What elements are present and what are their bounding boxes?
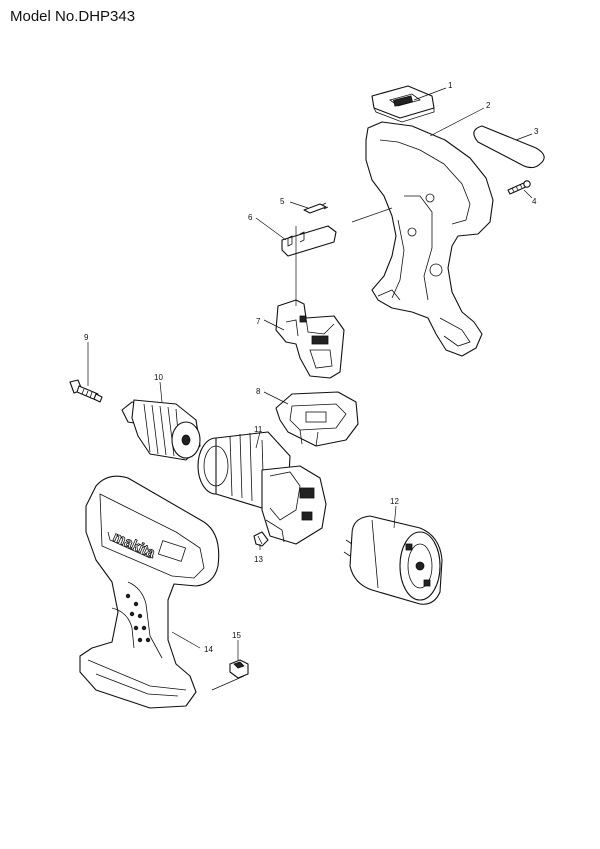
part-3-nameplate[interactable] bbox=[473, 125, 545, 169]
part-9-bolt[interactable] bbox=[69, 379, 103, 403]
part-15-clip[interactable] bbox=[229, 659, 249, 679]
part-13-hex-screw[interactable] bbox=[253, 531, 269, 547]
label-part-11: 11 bbox=[254, 425, 263, 434]
part-11-gear-assembly[interactable] bbox=[197, 431, 327, 545]
label-part-1: 1 bbox=[448, 81, 453, 90]
label-part-10: 10 bbox=[154, 373, 163, 382]
part-2-housing-set[interactable] bbox=[365, 121, 494, 357]
label-part-12: 12 bbox=[390, 497, 399, 506]
part-number-labels: 1 2 3 4 5 6 7 8 9 10 11 12 13 14 15 bbox=[84, 81, 539, 654]
label-part-13: 13 bbox=[254, 555, 263, 564]
label-part-8: 8 bbox=[256, 387, 261, 396]
label-part-6: 6 bbox=[248, 213, 253, 222]
part-4-tapping-screw[interactable] bbox=[507, 180, 531, 195]
part-6-change-lever[interactable] bbox=[281, 225, 337, 257]
model-title: Model No.DHP343 bbox=[10, 8, 136, 25]
part-5-spring[interactable] bbox=[303, 202, 329, 214]
part-8-switch-holder[interactable] bbox=[275, 391, 359, 447]
label-part-14: 14 bbox=[204, 645, 213, 654]
label-part-4: 4 bbox=[532, 197, 537, 206]
label-part-7: 7 bbox=[256, 317, 261, 326]
label-part-15: 15 bbox=[232, 631, 241, 640]
part-10-keyless-chuck[interactable] bbox=[121, 399, 201, 461]
label-part-3: 3 bbox=[534, 127, 539, 136]
part-12-dc-motor[interactable] bbox=[343, 515, 443, 605]
leader-lines bbox=[87, 87, 533, 691]
label-part-9: 9 bbox=[84, 333, 89, 342]
part-7-switch[interactable] bbox=[275, 299, 345, 379]
label-part-2: 2 bbox=[486, 101, 491, 110]
part-14-housing-with-grip[interactable]: makita bbox=[79, 475, 220, 709]
label-part-5: 5 bbox=[280, 197, 285, 206]
part-1-slide-switch[interactable] bbox=[371, 85, 435, 123]
